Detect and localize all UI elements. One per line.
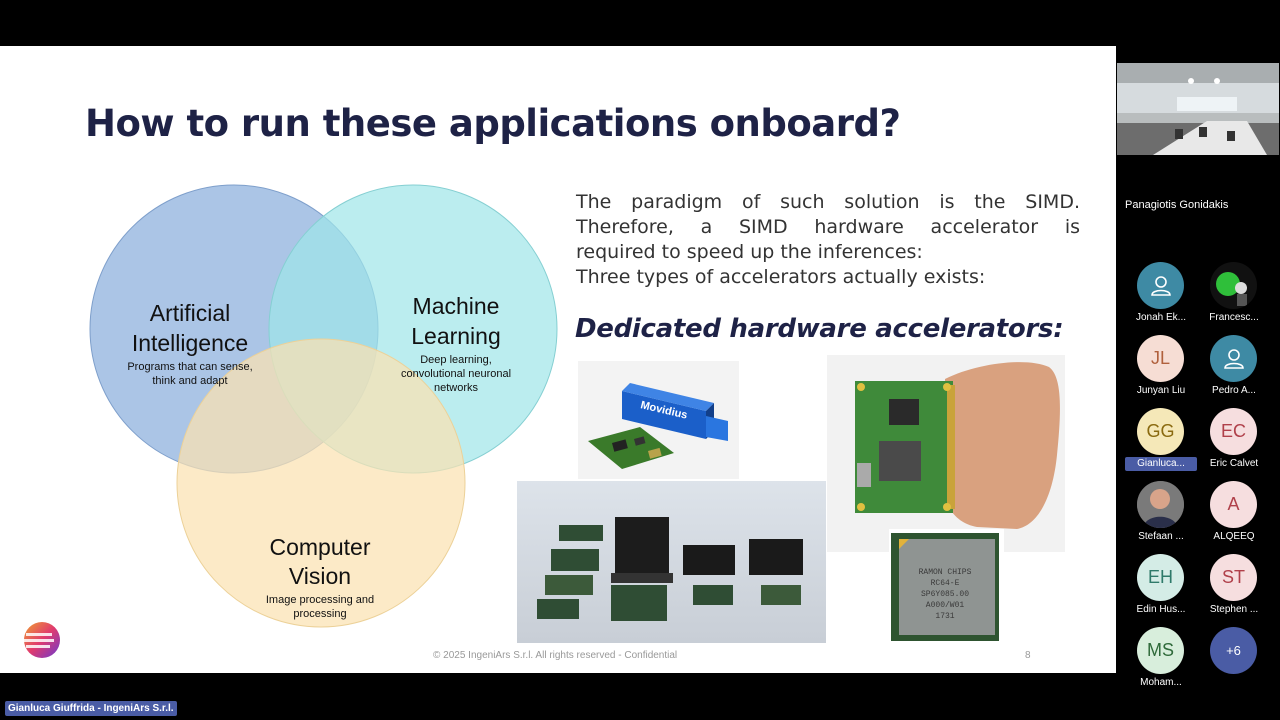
participant-tile[interactable]: ST Stephen ... xyxy=(1202,554,1266,620)
company-logo-icon xyxy=(22,620,62,665)
participant-name: Stefaan ... xyxy=(1138,531,1184,542)
hand-holding-board-image xyxy=(827,355,1065,552)
participant-name: Eric Calvet xyxy=(1209,458,1259,469)
more-participants-count: +6 xyxy=(1210,627,1257,674)
participant-tile[interactable]: JL Junyan Liu xyxy=(1129,335,1193,401)
venn-ml-sub-3: networks xyxy=(434,382,479,394)
venn-cv-title-1: Computer xyxy=(270,534,371,560)
participant-name: Gianluca... xyxy=(1125,457,1197,471)
participant-tile[interactable]: Pedro A... xyxy=(1202,335,1266,401)
participant-name: Pedro A... xyxy=(1212,385,1256,396)
venn-ai-title-1: Artificial xyxy=(150,300,231,326)
venn-circle-cv xyxy=(176,338,466,628)
chip-text-line: RAMON CHIPS xyxy=(919,568,972,577)
active-speaker-name: Panagiotis Gonidakis xyxy=(1125,199,1229,211)
venn-cv-title-2: Vision xyxy=(289,563,351,589)
participant-name: Edin Hus... xyxy=(1136,604,1186,615)
paragraph-line: The paradigm of such solution is the SIM… xyxy=(576,191,1080,213)
participant-initials: JL xyxy=(1137,335,1184,382)
more-participants-button[interactable]: +6 xyxy=(1202,627,1266,693)
venn-ml-sub-2: convolutional neuronal xyxy=(401,368,511,380)
venn-diagram: Artificial Intelligence Programs that ca… xyxy=(89,184,558,628)
participant-tile[interactable]: A ALQEEQ xyxy=(1202,481,1266,547)
venn-ml-sub-1: Deep learning, xyxy=(420,354,492,366)
participant-tile[interactable]: GG Gianluca... xyxy=(1125,408,1197,474)
paragraph-line: required to speed up the inferences: xyxy=(576,241,923,263)
slide-page-number: 8 xyxy=(1025,650,1031,661)
photo-avatar-icon xyxy=(1210,262,1257,309)
venn-ml-title-1: Machine xyxy=(413,293,500,319)
venn-ai-sub-2: think and adapt xyxy=(152,375,227,387)
chip-text-line: 1731 xyxy=(935,612,954,621)
venn-cv-sub-1: Image processing and xyxy=(266,594,374,606)
chip-text-line: RC64-E xyxy=(931,579,960,588)
presenter-name-tag: Gianluca Giuffrida - IngeniArs S.r.l. xyxy=(5,701,177,716)
venn-ai-sub-1: Programs that can sense, xyxy=(127,361,252,373)
description-paragraph: The paradigm of such solution is the SIM… xyxy=(576,190,1080,290)
participant-name: ALQEEQ xyxy=(1213,531,1255,542)
chip-text-line: A000/W01 xyxy=(926,601,965,610)
participant-name: Junyan Liu xyxy=(1136,385,1186,396)
ramon-chip-image: RAMON CHIPS RC64-E SP6Y085.00 A000/W01 1… xyxy=(889,529,1004,645)
participant-name: Jonah Ek... xyxy=(1135,312,1187,323)
participant-name: Francesc... xyxy=(1209,312,1259,323)
presenter-bar xyxy=(0,673,1116,720)
person-icon xyxy=(1137,262,1184,309)
participant-name: Moham... xyxy=(1140,677,1182,688)
participant-initials: ST xyxy=(1210,554,1257,601)
venn-ml-title-2: Learning xyxy=(411,323,501,349)
person-icon xyxy=(1210,335,1257,382)
participant-tile[interactable]: EC Eric Calvet xyxy=(1202,408,1266,474)
participant-initials: A xyxy=(1210,481,1257,528)
chip-text-line: SP6Y085.00 xyxy=(921,590,969,599)
slide-title: How to run these applications onboard? xyxy=(85,102,901,145)
presentation-slide: How to run these applications onboard? A… xyxy=(0,46,1116,673)
movidius-stick-image: Movidius xyxy=(578,361,739,479)
participant-initials: MS xyxy=(1137,627,1184,674)
participant-tile[interactable]: Jonah Ek... xyxy=(1129,262,1193,328)
participant-initials: GG xyxy=(1137,408,1184,455)
participant-initials: EH xyxy=(1137,554,1184,601)
slide-footer: © 2025 IngeniArs S.r.l. All rights reser… xyxy=(433,650,678,661)
venn-cv-sub-2: processing xyxy=(293,608,346,620)
participant-name: Stephen ... xyxy=(1209,604,1259,615)
participant-tile[interactable]: Francesc... xyxy=(1202,262,1266,328)
paragraph-line: Three types of accelerators actually exi… xyxy=(576,266,986,288)
photo-avatar-icon xyxy=(1137,481,1184,528)
participant-tile[interactable]: MS Moham... xyxy=(1129,627,1193,693)
paragraph-line: Therefore, a SIMD hardware accelerator i… xyxy=(576,216,1080,238)
participant-tile[interactable]: EH Edin Hus... xyxy=(1129,554,1193,620)
venn-ai-title-2: Intelligence xyxy=(132,330,248,356)
participant-initials: EC xyxy=(1210,408,1257,455)
jetson-boards-image xyxy=(517,481,826,643)
active-speaker-video[interactable] xyxy=(1117,63,1279,155)
slide-subheading: Dedicated hardware accelerators: xyxy=(575,314,1064,344)
participant-tile[interactable]: Stefaan ... xyxy=(1129,481,1193,547)
